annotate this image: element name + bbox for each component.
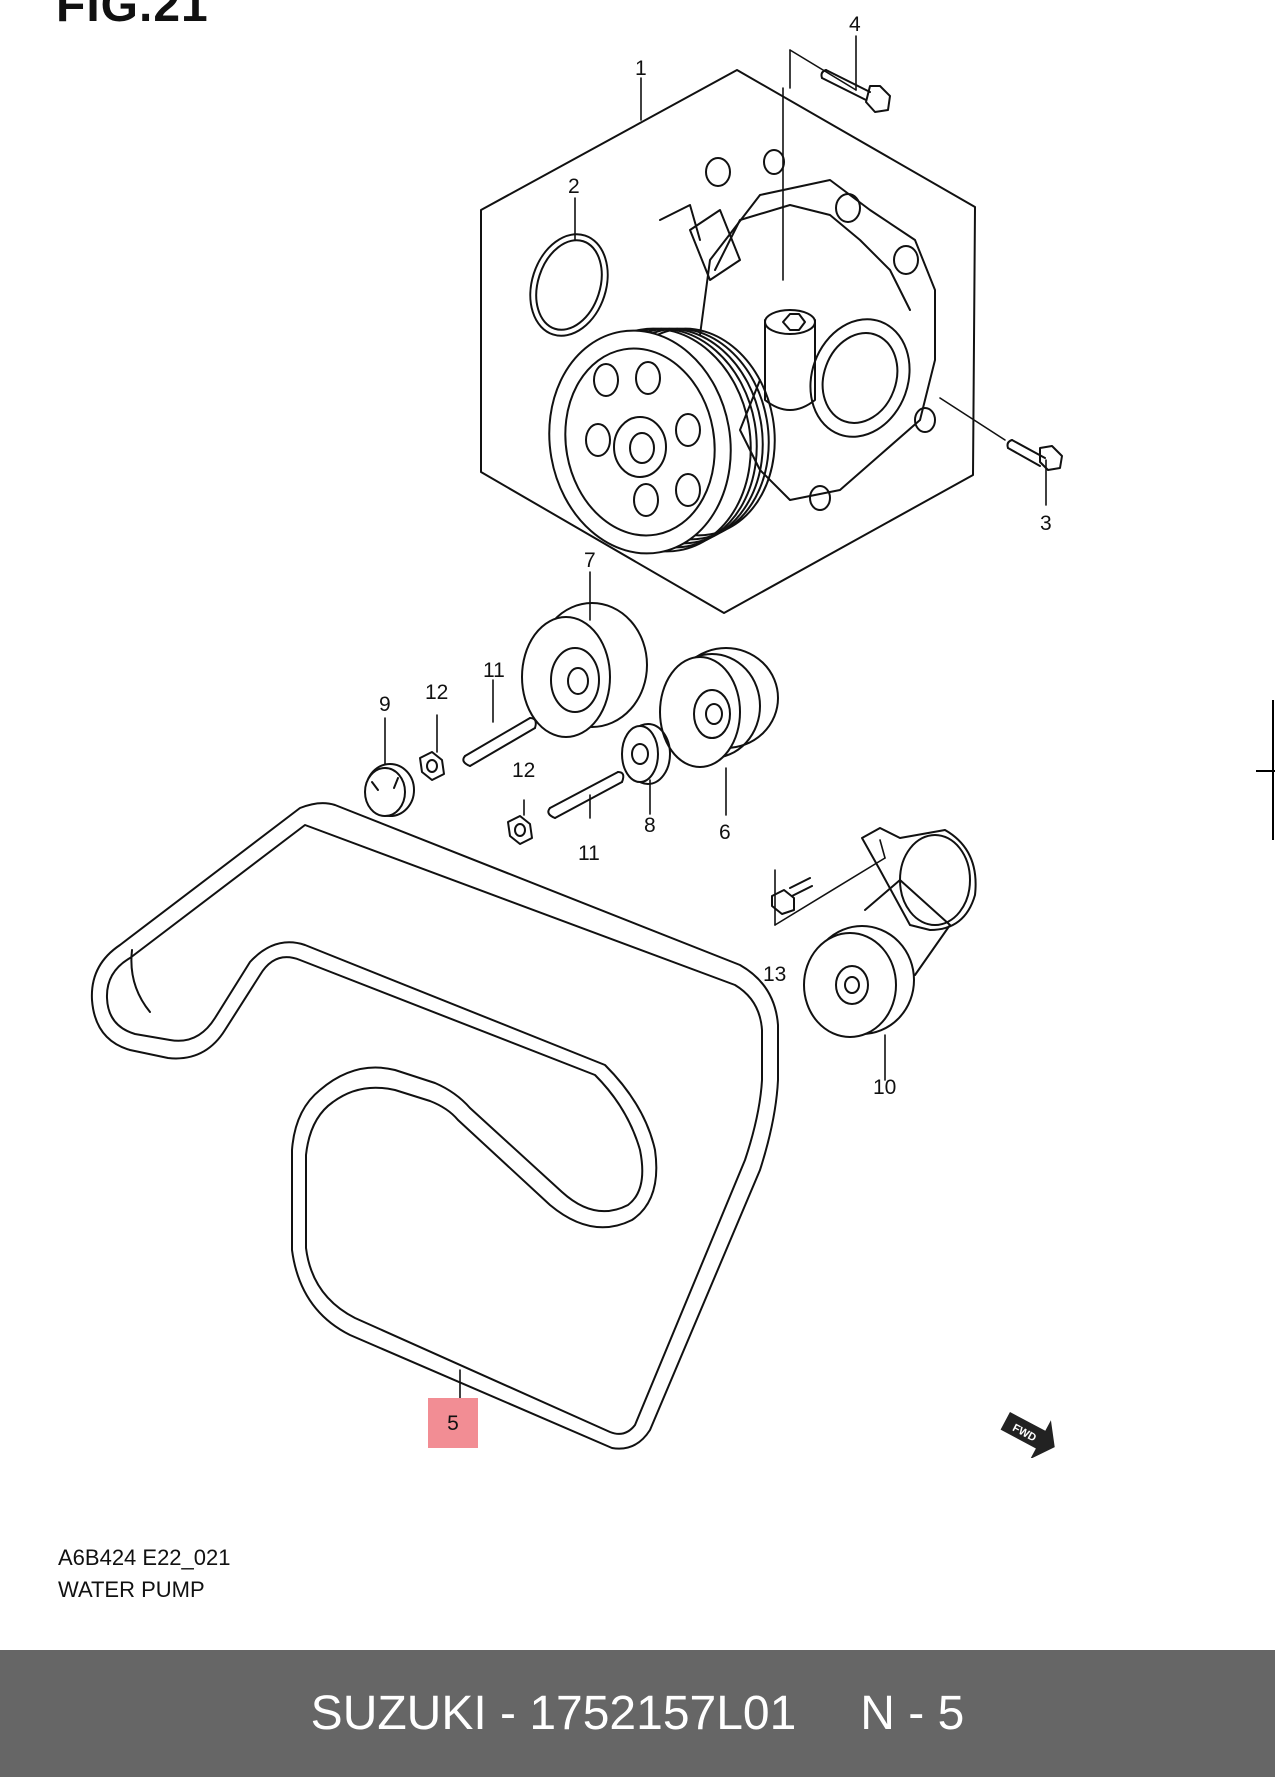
- assembly-outline: [480, 69, 976, 614]
- forward-arrow-icon: FWD: [1000, 1412, 1055, 1458]
- callout-12-lower: 12: [512, 759, 536, 782]
- edge-mark: [1256, 770, 1275, 772]
- bolt-part-4: [820, 69, 891, 113]
- tensioner-part-10: [803, 827, 977, 1038]
- callout-11-lower: 11: [578, 842, 600, 865]
- diagram-code: A6B424 E22_021: [58, 1545, 231, 1570]
- leader-lines: [384, 35, 1047, 1406]
- callout-7: 7: [584, 549, 596, 572]
- washer-part-8: [621, 723, 671, 785]
- stud-part-11-upper: [462, 717, 537, 767]
- grooved-pulley-part-6: [659, 647, 779, 768]
- callout-10: 10: [873, 1076, 897, 1099]
- o-ring-part-2: [529, 233, 609, 337]
- stud-part-11-lower: [547, 771, 625, 819]
- bolt-part-3: [1006, 439, 1063, 471]
- callout-13: 13: [763, 963, 787, 986]
- callout-5-highlighted: 5: [428, 1398, 478, 1448]
- figure-title: FIG.21: [56, 0, 209, 32]
- idler-pulley-part-7: [521, 602, 648, 738]
- nut-part-12-upper: [419, 751, 445, 781]
- water-pump-part-1: [548, 149, 936, 555]
- callout-2: 2: [568, 175, 580, 198]
- drive-belt-part-5: [90, 802, 779, 1450]
- callout-8: 8: [644, 814, 656, 837]
- nut-part-12-lower: [507, 815, 533, 845]
- callout-3: 3: [1040, 512, 1052, 535]
- footer-bar: SUZUKI - 1752157L01 N - 5: [0, 1650, 1275, 1777]
- callout-4: 4: [849, 13, 861, 36]
- callout-1: 1: [635, 57, 647, 80]
- callout-6: 6: [719, 821, 731, 844]
- part-number: SUZUKI - 1752157L01: [310, 1687, 797, 1740]
- callout-9: 9: [379, 693, 391, 716]
- callout-11-upper: 11: [483, 659, 505, 682]
- bolt-part-13: [771, 877, 813, 915]
- callout-12-upper: 12: [425, 681, 449, 704]
- reference-number: N - 5: [860, 1687, 965, 1740]
- exploded-parts-diagram: [90, 35, 1063, 1450]
- diagram-name: WATER PUMP: [58, 1577, 205, 1602]
- cap-part-9: [364, 763, 415, 817]
